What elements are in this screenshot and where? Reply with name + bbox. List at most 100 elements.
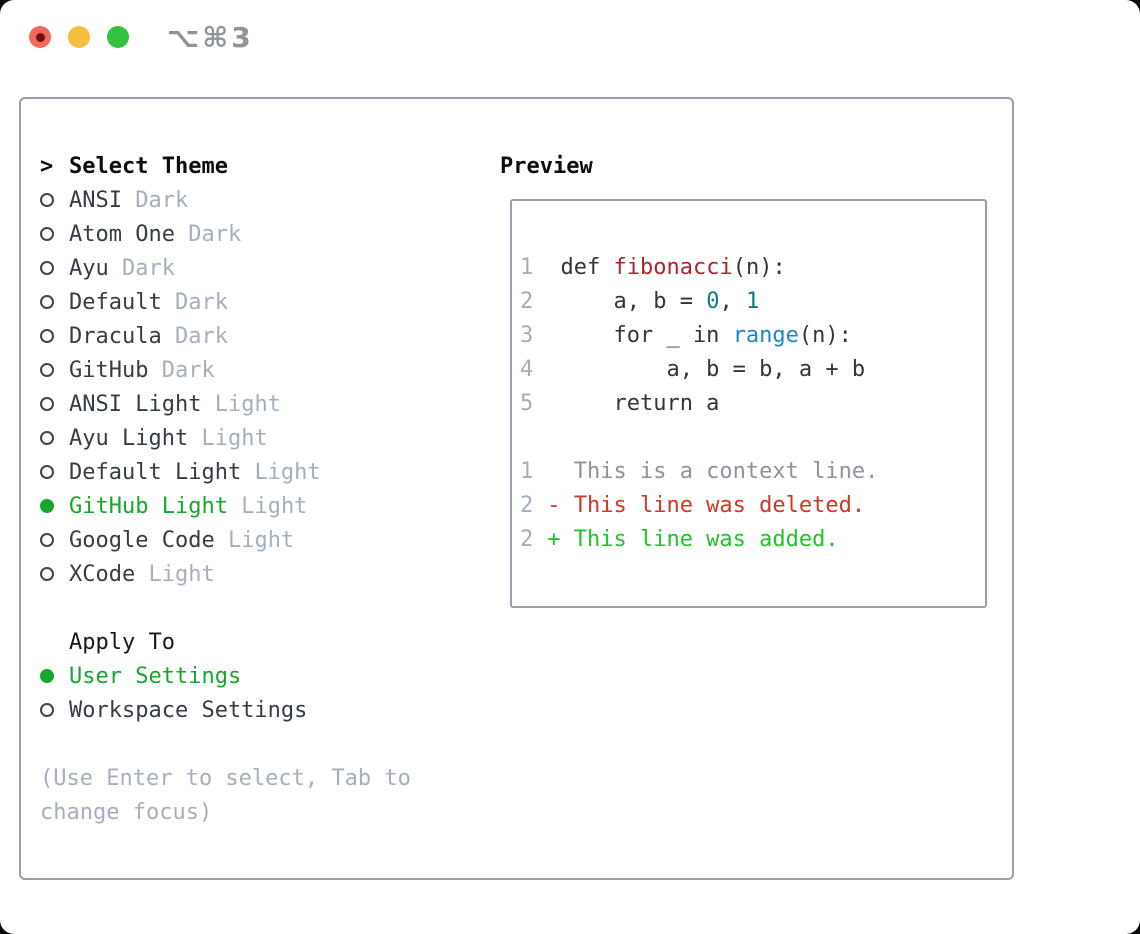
code-text: This is a context line. xyxy=(534,458,879,484)
preview-code-line-7: 1 This is a context line. xyxy=(520,454,985,488)
theme-option-label: Atom One xyxy=(69,221,175,247)
radio-icon xyxy=(40,397,54,411)
spacer-row xyxy=(40,727,500,761)
spacer-row xyxy=(40,591,500,625)
theme-variant-label: Dark xyxy=(135,187,189,213)
theme-variant-label: Light xyxy=(201,425,268,451)
line-number: 1 xyxy=(520,458,534,484)
theme-variant-label: Dark xyxy=(161,357,215,383)
titlebar: ⌥⌘3 xyxy=(0,0,1140,97)
theme-option-ansi[interactable]: ANSI Dark xyxy=(40,183,500,217)
apply-to-title: Apply To xyxy=(69,629,175,655)
theme-option-label: Default Light xyxy=(69,459,242,485)
theme-option-xcode[interactable]: XCode Light xyxy=(40,557,500,591)
select-theme-title: Select Theme xyxy=(69,153,228,179)
window-title: ⌥⌘3 xyxy=(167,21,254,54)
code-text: a, b = b, a + b xyxy=(534,356,866,382)
radio-icon xyxy=(40,567,54,581)
theme-variant-label: Light xyxy=(227,527,295,553)
preview-code-line-3: 3 for _ in range(n): xyxy=(520,318,985,352)
preview-column: Preview 1 def fibonacci(n):2 a, b = 0, 1… xyxy=(500,149,987,829)
code-text: def fibonacci(n): xyxy=(534,254,786,280)
selection-arrow-icon: > xyxy=(40,153,54,179)
theme-variant-label: Dark xyxy=(174,323,228,349)
radio-icon xyxy=(40,465,54,479)
theme-variant-label: Light xyxy=(254,459,321,485)
line-number: 1 xyxy=(520,254,534,280)
radio-icon xyxy=(40,533,54,547)
radio-icon xyxy=(40,363,54,377)
code-text: for _ in range(n): xyxy=(534,322,852,348)
line-number: 4 xyxy=(520,356,534,382)
minimize-button[interactable] xyxy=(68,26,90,48)
code-text: - This line was deleted. xyxy=(534,492,866,518)
theme-option-google-code[interactable]: Google Code Light xyxy=(40,523,500,557)
radio-icon xyxy=(40,193,54,207)
theme-option-ayu-light[interactable]: Ayu Light Light xyxy=(40,421,500,455)
theme-option-default-light[interactable]: Default Light Light xyxy=(40,455,500,489)
theme-option-atom-one[interactable]: Atom One Dark xyxy=(40,217,500,251)
close-button-dot xyxy=(35,32,45,42)
apply-option-user-settings[interactable]: User Settings xyxy=(40,659,500,693)
preview-code-line-4: 4 a, b = b, a + b xyxy=(520,352,985,386)
help-text: (Use Enter to select, Tab to change focu… xyxy=(40,761,500,829)
theme-option-ansi-light[interactable]: ANSI Light Light xyxy=(40,387,500,421)
theme-option-label: Dracula xyxy=(69,323,162,349)
theme-option-github[interactable]: GitHub Dark xyxy=(40,353,500,387)
apply-option-workspace-settings[interactable]: Workspace Settings xyxy=(40,693,500,727)
theme-variant-label: Light xyxy=(214,391,281,417)
theme-option-dracula[interactable]: Dracula Dark xyxy=(40,319,500,353)
apply-option-label: Workspace Settings xyxy=(69,697,308,723)
line-number: 5 xyxy=(520,390,534,416)
theme-option-label: ANSI Light xyxy=(69,391,202,417)
code-text: return a xyxy=(534,390,720,416)
radio-icon xyxy=(40,703,54,717)
theme-option-label: ANSI xyxy=(69,187,122,213)
radio-icon xyxy=(40,329,54,343)
theme-option-github-light[interactable]: GitHub Light Light xyxy=(40,489,500,523)
radio-selected-icon xyxy=(40,669,54,683)
theme-option-label: GitHub xyxy=(69,357,149,383)
preview-code-line-2: 2 a, b = 0, 1 xyxy=(520,284,985,318)
preview-code-line-1: 1 def fibonacci(n): xyxy=(520,250,985,284)
theme-option-label: Ayu Light xyxy=(69,425,189,451)
preview-code-line-6 xyxy=(520,420,985,454)
line-number: 2 xyxy=(520,492,534,518)
select-theme-header: > Select Theme xyxy=(40,149,500,183)
theme-variant-label: Light xyxy=(148,561,215,587)
theme-option-ayu[interactable]: Ayu Dark xyxy=(40,251,500,285)
theme-variant-label: Light xyxy=(241,493,308,519)
theme-variant-label: Dark xyxy=(188,221,242,247)
code-text: a, b = 0, 1 xyxy=(534,288,760,314)
preview-code-line-5: 5 return a xyxy=(520,386,985,420)
apply-to-header: Apply To xyxy=(40,625,500,659)
apply-option-label: User Settings xyxy=(69,663,242,689)
line-number: 2 xyxy=(520,526,534,552)
help-line-1: (Use Enter to select, Tab to xyxy=(40,765,411,791)
theme-option-label: XCode xyxy=(69,561,136,587)
theme-option-label: Default xyxy=(69,289,162,315)
zoom-button[interactable] xyxy=(107,26,129,48)
theme-option-default[interactable]: Default Dark xyxy=(40,285,500,319)
radio-icon xyxy=(40,431,54,445)
radio-icon xyxy=(40,261,54,275)
preview-title: Preview xyxy=(500,153,593,179)
theme-option-label: GitHub Light xyxy=(69,493,228,519)
theme-option-label: Google Code xyxy=(69,527,215,553)
theme-variant-label: Dark xyxy=(122,255,175,281)
line-number: 2 xyxy=(520,288,534,314)
theme-variant-label: Dark xyxy=(174,289,228,315)
radio-selected-icon xyxy=(40,499,54,513)
theme-option-label: Ayu xyxy=(69,255,109,281)
radio-icon xyxy=(40,295,54,309)
help-line-2: change focus) xyxy=(40,799,213,825)
line-number: 3 xyxy=(520,322,534,348)
preview-code-line-9: 2 + This line was added. xyxy=(520,522,985,556)
close-button[interactable] xyxy=(29,26,51,48)
